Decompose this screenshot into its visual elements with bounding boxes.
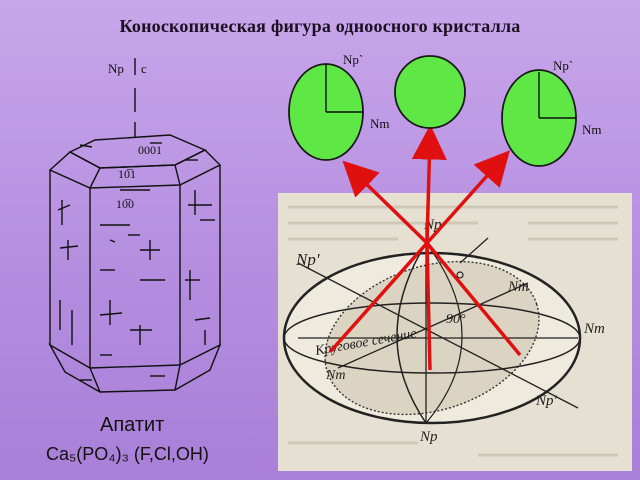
figure-right-np-label: Np`: [553, 58, 573, 73]
figure-right-nm-label: Nm: [582, 122, 602, 137]
indicatrix-photo: Np Np' Nm Nm Nm Np' Np 90° Круговое сече…: [278, 193, 632, 471]
arrow-tail-center: [425, 242, 432, 371]
indicatrix-label-nm-right-upper: Nm: [507, 279, 529, 295]
indicatrix-label-np-lower-right: Np': [535, 393, 558, 409]
mineral-name: Апатит: [100, 414, 165, 436]
indicatrix-label-angle: 90°: [446, 312, 466, 327]
indicatrix-label-nm-right: Nm: [583, 321, 605, 337]
indicatrix-label-nm-lower-left: Nm: [325, 368, 345, 383]
arrow-tail-left: [328, 241, 429, 354]
indicatrix-label-np-bottom: Np: [419, 429, 438, 445]
arrow-center: [411, 124, 447, 244]
crystal-c-label: c: [141, 61, 147, 76]
face-label-1010: 10̅0: [116, 197, 134, 211]
face-label-1011: 10̅1: [118, 167, 136, 181]
arrow-tail-right: [425, 241, 522, 357]
conoscopic-figure-right: [501, 69, 577, 167]
face-label-0001: 0001: [138, 143, 162, 157]
arrow-left: [342, 160, 429, 245]
mineral-formula: Ca₅(PO₄)₃ (F,Cl,OH): [46, 444, 209, 464]
conoscopic-figure-left: [288, 63, 364, 161]
conoscopic-figure-center: [394, 55, 466, 129]
figure-left-nm-label: Nm: [370, 116, 390, 131]
crystal-np-label: Np: [108, 61, 124, 76]
page-title: Коноскопическая фигура одноосного криста…: [119, 16, 521, 36]
arrow-right: [425, 150, 510, 245]
indicatrix-label-np-upper-left: Np': [295, 250, 320, 269]
figure-left-np-label: Np`: [343, 52, 363, 67]
